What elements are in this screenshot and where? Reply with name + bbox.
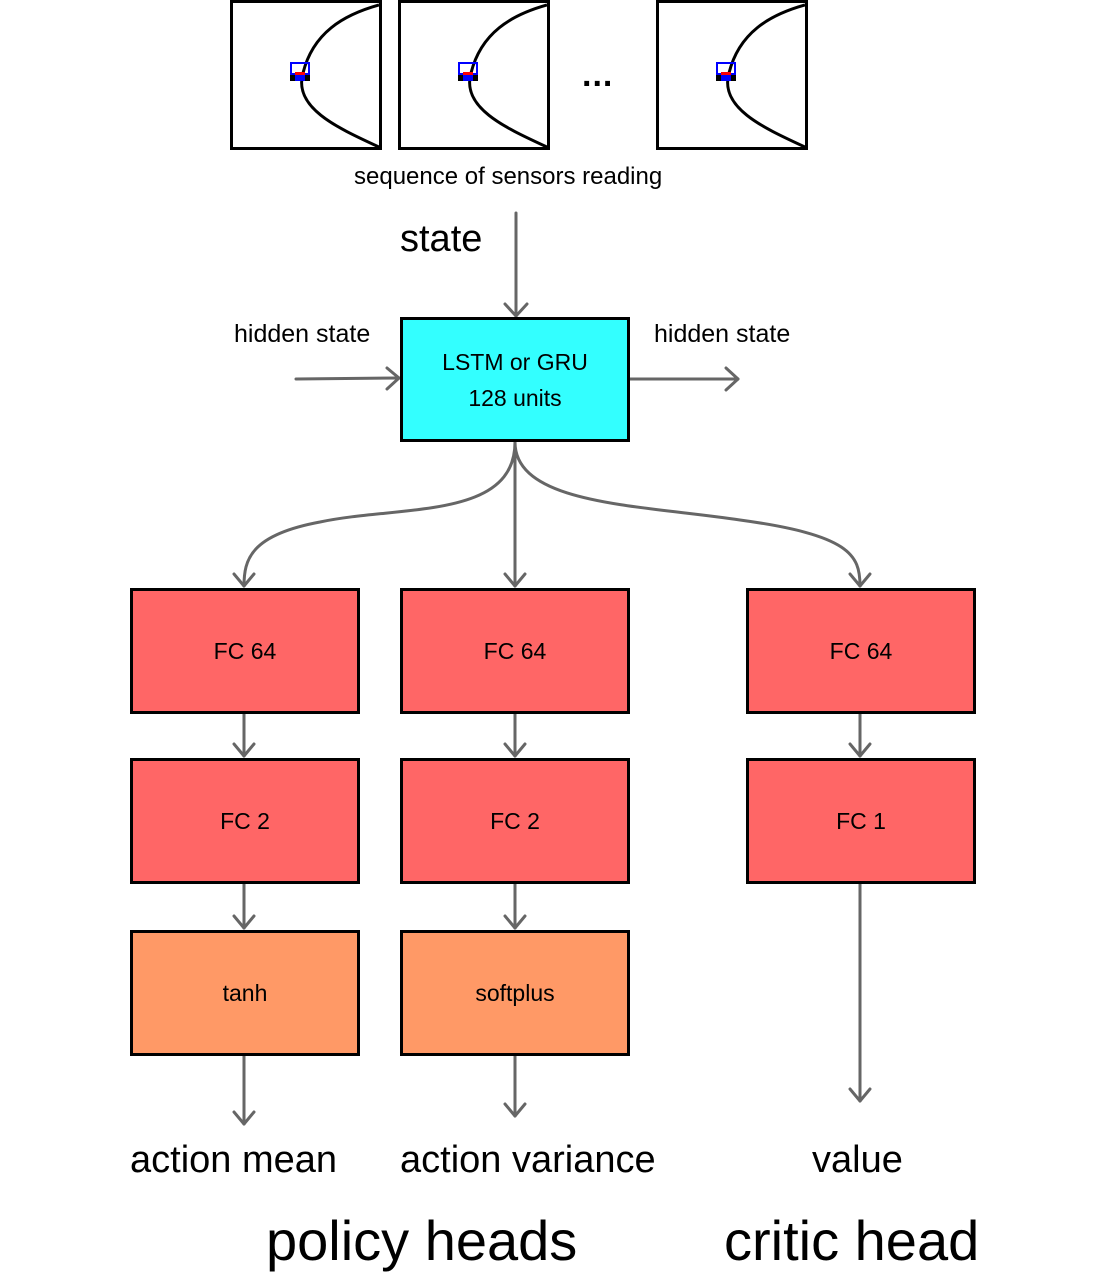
arrowhead-icon — [232, 742, 256, 758]
rnn-units-label: 128 units — [468, 384, 562, 411]
policy-heads-label: policy heads — [266, 1209, 578, 1272]
arrowhead-icon — [503, 572, 527, 588]
arrowhead-icon — [232, 914, 256, 930]
rnn-block: LSTM or GRU 128 units — [400, 317, 630, 442]
tanh-label: tanh — [222, 980, 268, 1006]
arrow-hidden-in — [294, 376, 401, 381]
softplus-label: softplus — [475, 980, 555, 1006]
sensor-frame-2 — [398, 0, 550, 150]
arrowhead-icon — [503, 742, 527, 758]
fc2-label: FC 2 — [220, 808, 270, 834]
hidden-state-in-label: hidden state — [234, 320, 371, 348]
arrowhead-icon — [724, 366, 740, 392]
arrow-rnn-to-head-3 — [513, 440, 862, 588]
arrowhead-icon — [232, 572, 256, 588]
softplus-block: softplus — [400, 930, 630, 1056]
fc1-label: FC 1 — [836, 808, 886, 834]
sensor-frame-3 — [656, 0, 808, 150]
sensor-frame-1 — [230, 0, 382, 150]
action-mean-label: action mean — [130, 1139, 338, 1181]
state-label: state — [400, 218, 483, 260]
arrowhead-icon — [848, 1087, 872, 1103]
arrowhead-icon — [848, 572, 872, 588]
arrowhead-icon — [503, 1102, 527, 1118]
fc2-block-mean: FC 2 — [130, 758, 360, 884]
rnn-type-label: LSTM or GRU — [442, 348, 588, 375]
fc64-label: FC 64 — [213, 638, 277, 664]
track-curve-icon — [716, 3, 805, 147]
value-label: value — [812, 1139, 903, 1181]
fc64-block-mean: FC 64 — [130, 588, 360, 714]
critic-head-label: critic head — [724, 1209, 980, 1272]
sensor-caption: sequence of sensors reading — [354, 163, 663, 190]
fc64-label: FC 64 — [483, 638, 547, 664]
track-curve-icon — [290, 3, 379, 147]
arrowhead-icon — [232, 1110, 256, 1126]
arrowhead-icon — [503, 914, 527, 930]
arrowhead-icon — [503, 302, 529, 318]
fc64-label: FC 64 — [829, 638, 893, 664]
fc2-block-variance: FC 2 — [400, 758, 630, 884]
arrowhead-icon — [385, 366, 401, 391]
hidden-state-out-label: hidden state — [654, 320, 791, 348]
fc2-label: FC 2 — [490, 808, 540, 834]
tanh-block: tanh — [130, 930, 360, 1056]
fc1-block-value: FC 1 — [746, 758, 976, 884]
arrow-rnn-to-head-1 — [242, 440, 517, 588]
action-variance-label: action variance — [400, 1139, 656, 1181]
fc64-block-value: FC 64 — [746, 588, 976, 714]
arrowhead-icon — [848, 742, 872, 758]
ellipsis: ... — [582, 56, 614, 94]
track-curve-icon — [458, 3, 547, 147]
fc64-block-variance: FC 64 — [400, 588, 630, 714]
